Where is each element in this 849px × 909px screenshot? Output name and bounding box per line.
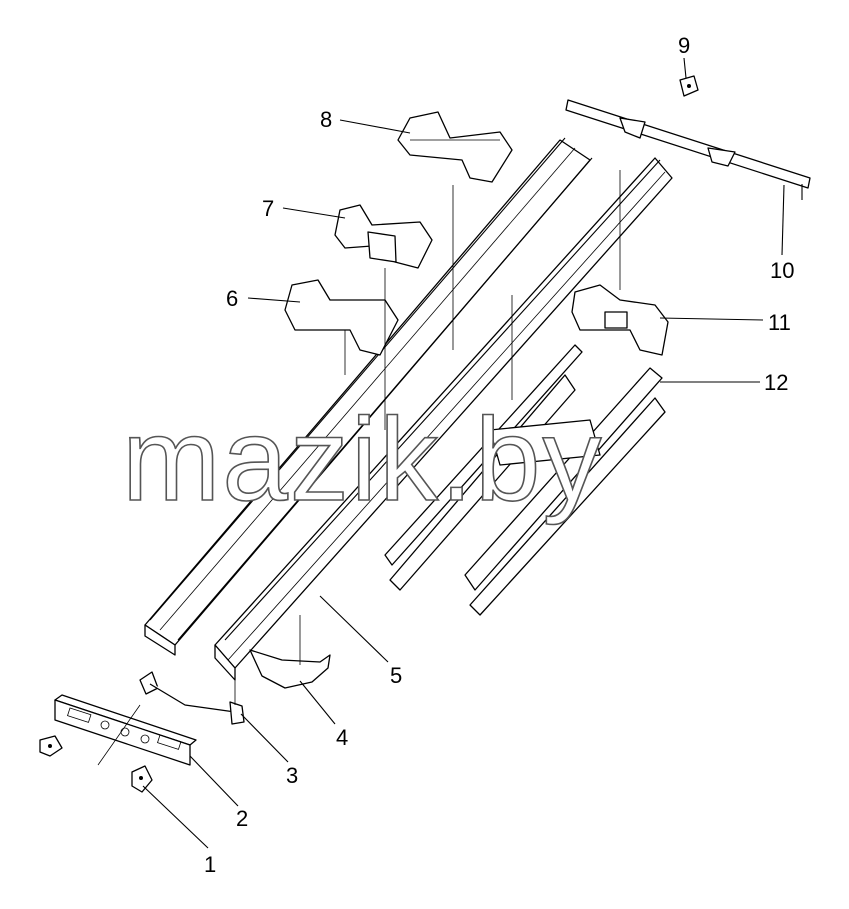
tie-rod-3 — [139, 671, 245, 725]
callout-8: 8 — [320, 107, 332, 132]
callout-2: 2 — [236, 806, 248, 831]
callout-11: 11 — [768, 310, 791, 335]
crossmember-7 — [334, 204, 433, 269]
callout-9: 9 — [678, 33, 690, 58]
tow-hook-1 — [131, 765, 153, 793]
callout-1: 1 — [204, 852, 216, 877]
tow-hook-left — [39, 735, 63, 757]
callout-4: 4 — [336, 725, 348, 750]
crossmember-8 — [397, 111, 513, 183]
callout-6: 6 — [226, 286, 238, 311]
bracket-9 — [679, 75, 699, 97]
callout-3: 3 — [286, 763, 298, 788]
subframe-12 — [384, 344, 666, 616]
callout-12: 12 — [764, 370, 788, 395]
rear-cross-beam — [565, 99, 811, 200]
assembly-guide-lines — [97, 170, 621, 766]
callout-7: 7 — [262, 196, 274, 221]
right-frame-rail — [214, 157, 673, 681]
front-bumper-2 — [54, 694, 197, 766]
callout-10: 10 — [770, 258, 794, 283]
watermark-text: mazik.by — [122, 394, 604, 526]
crossmember-6 — [284, 279, 399, 356]
bracket-4 — [249, 649, 331, 689]
callout-5: 5 — [390, 663, 402, 688]
crossmember-11 — [571, 284, 669, 356]
leader-lines — [142, 57, 785, 849]
